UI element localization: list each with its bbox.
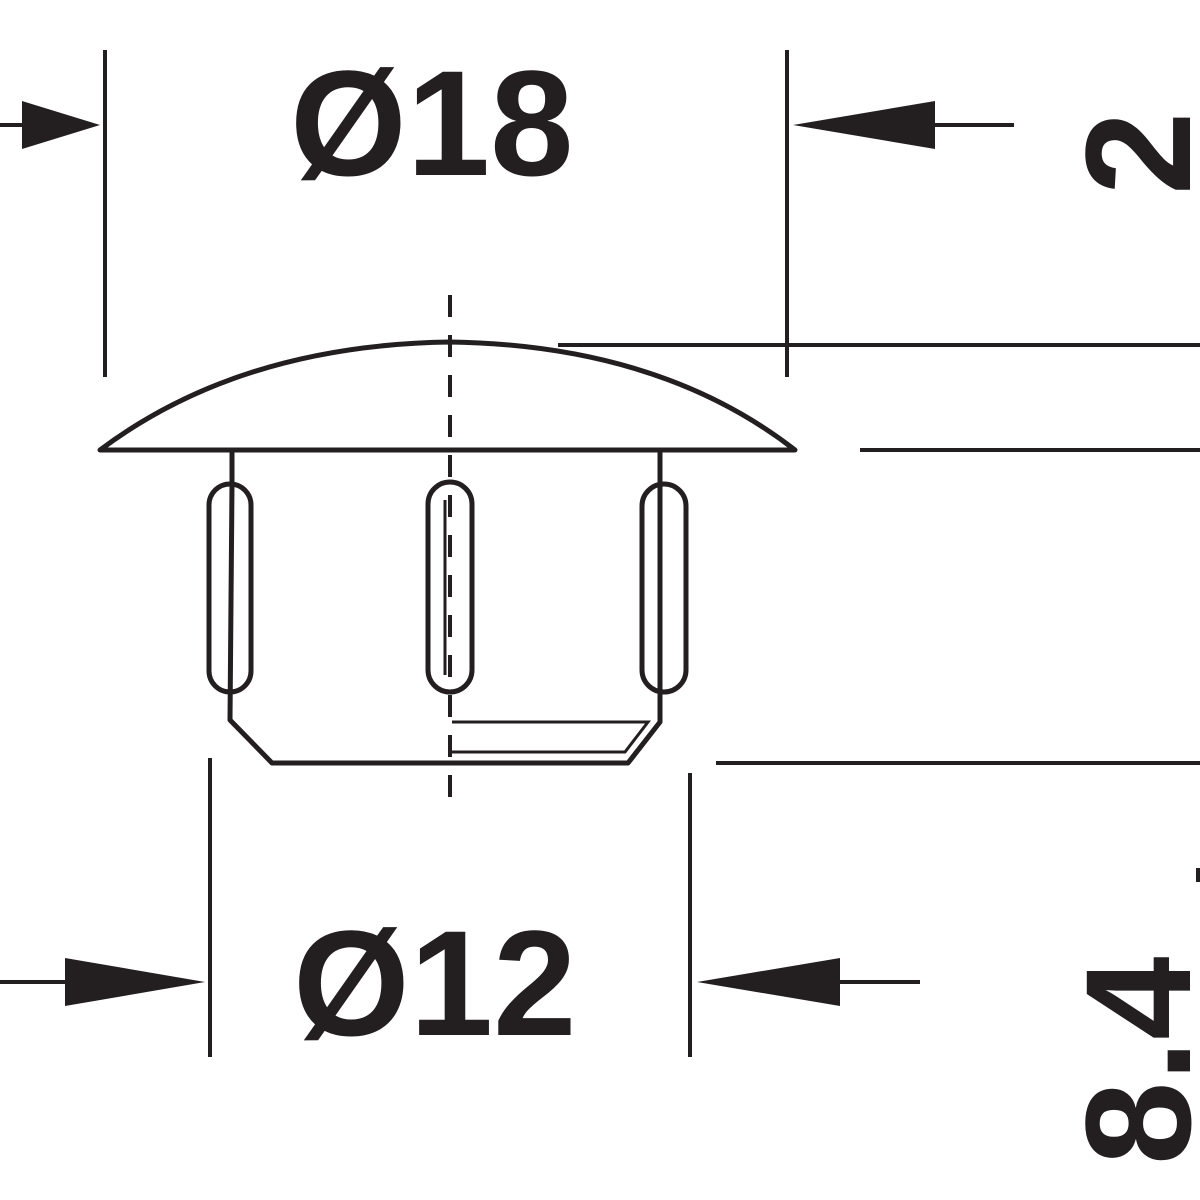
shank-length-label: 8.4	[1054, 956, 1200, 1165]
bottom-diameter-dimension: Ø12	[0, 758, 920, 1067]
right-extension-lines	[558, 343, 1200, 765]
cover-cap-part	[97, 339, 798, 766]
bottom-diameter-label: Ø12	[293, 899, 577, 1067]
cap-inner-bottom-detail	[452, 720, 652, 754]
center-rib	[425, 479, 475, 695]
bottom-right-arrow-icon	[697, 958, 840, 1006]
cap-head	[97, 339, 798, 453]
bottom-left-arrow-icon	[65, 958, 205, 1006]
top-left-arrow-icon	[22, 101, 100, 149]
cap-shank	[227, 452, 663, 766]
head-height-label: 2	[1054, 112, 1200, 195]
top-right-arrow-icon	[793, 101, 935, 149]
right-rib	[639, 481, 689, 695]
top-diameter-dimension: Ø18	[0, 39, 1014, 377]
top-diameter-label: Ø18	[290, 39, 574, 207]
left-rib	[206, 481, 254, 695]
